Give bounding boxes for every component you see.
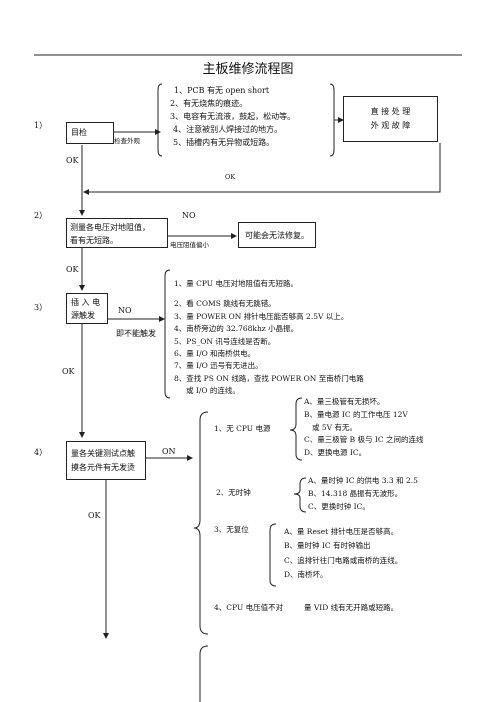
ok-label: OK — [225, 173, 236, 181]
inspect-exterior-label: 检查外观 — [114, 137, 140, 145]
measure-resistance-box: 测量各电压对地阻值， 看有无短路。 — [66, 218, 168, 248]
branch-no-cpu-power-items: A、量三极管有无损坏。 B、量电源 IC 的工作电压 12V 或 5V 有无。 … — [304, 396, 424, 460]
step-1-label: 1） — [34, 121, 48, 130]
direct-fix-box: 直 接 处 理 外 观 故 障 — [343, 96, 438, 142]
bracket-no-clock — [293, 477, 307, 513]
checklist-item: 1、PCB 有无 open short — [174, 86, 270, 95]
page-title: 主板维修流程图 — [202, 62, 294, 77]
power-on-trigger-line: 插 入 电 — [71, 298, 101, 307]
bracket-step3 — [164, 269, 171, 399]
checklist-item: 5、PS_ON 讯号连线是否断。 — [174, 336, 276, 346]
step1-checklist: 1、PCB 有无 open short 2、有无烧焦的痕迹。 3、电容有无流液，… — [170, 84, 295, 149]
measure-resistance-line: 看有无短路。 — [70, 236, 118, 245]
checklist-item: 2、有无烧焦的痕迹。 — [170, 99, 248, 108]
bracket-no-cpu-power — [289, 397, 303, 461]
branch-item: C、追排针往门电路或南桥的连线。 — [284, 555, 403, 565]
no-label: NO — [118, 306, 132, 315]
checklist-item: 8、查找 PS ON 线路，查找 POWER ON 至南桥门电路 — [174, 373, 364, 383]
bracket-step1-right — [329, 83, 335, 157]
checklist-item: 1、量 CPU 电压对地阻值有无短路。 — [174, 279, 299, 288]
checklist-item: 3、电容有无流液，鼓起，松动等。 — [170, 112, 296, 121]
branch-item: D、更换电源 IC。 — [304, 448, 367, 458]
arrow-fix-return — [83, 143, 441, 195]
visual-inspection-box: 目检 — [66, 122, 114, 144]
branch-item: B、量电源 IC 的工作电压 12V — [304, 409, 408, 419]
step3-checklist: 1、量 CPU 电压对地阻值有无短路。 2、看 COMS 跳线有无跳错。 3、量… — [174, 278, 364, 398]
checklist-item: 5、插槽内有无异物或短路。 — [173, 138, 275, 147]
ok-label: OK — [88, 511, 101, 520]
branch-no-reset-items: A、量 Reset 排针电压是否够高。 B、量时钟 IC 有时钟输出 C、追排针… — [284, 525, 402, 583]
checklist-item: 或 I/O 的连线。 — [186, 386, 240, 396]
branch-no-reset: 3、无复位 — [214, 525, 249, 534]
bracket-step4 — [193, 411, 209, 635]
branch-item: C、更换时钟 IC。 — [308, 501, 370, 511]
branch-item: 量 VID 线有无开路或短路。 — [304, 603, 399, 612]
bracket-step1-left — [157, 83, 163, 157]
on-label: ON — [162, 447, 176, 456]
measure-test-points-line: 量各关键测试点触 — [71, 449, 135, 458]
checklist-item: 6、量 I/O 和南桥供电。 — [174, 349, 256, 359]
may-not-repair-label: 可能会无法修复。 — [245, 231, 309, 240]
branch-no-clock: 2、无时钟 — [216, 488, 251, 497]
checklist-item: 7、量 I/O 迅号有无进出。 — [174, 361, 263, 371]
ok-label: OK — [66, 265, 79, 274]
step-4-label: 4） — [34, 448, 48, 457]
branch-item: C、量三极管 B 极与 IC 之间的连线 — [304, 435, 424, 445]
checklist-item: 2、看 COMS 跳线有无跳错。 — [174, 299, 276, 309]
bracket-step4-continued — [199, 645, 209, 702]
checklist-item: 3、量 POWER ON 排针电压能否够高 2.5V 以上。 — [174, 311, 349, 321]
cannot-trigger-label: 即不能触发 — [116, 329, 156, 338]
bracket-no-reset — [269, 523, 277, 587]
no-label: NO — [182, 211, 196, 220]
visual-inspection-label: 目检 — [71, 128, 87, 137]
step-2-label: 2） — [34, 211, 48, 220]
branch-item: A、量 Reset 排针电压是否够高。 — [284, 527, 399, 536]
branch-item: A、量时钟 IC 的供电 3.3 和 2.5 — [308, 476, 418, 485]
ok-label: OK — [62, 367, 75, 376]
may-not-repair-box: 可能会无法修复。 — [238, 222, 316, 248]
measure-test-points-line: 摸各元件有无发烫 — [71, 463, 135, 472]
branch-no-cpu-power: 1、无 CPU 电源 — [214, 424, 271, 433]
branch-item: A、量三极管有无损坏。 — [304, 397, 385, 406]
checklist-item: 4、注意被别人焊接过的地方。 — [173, 125, 283, 134]
power-on-trigger-box: 插 入 电 源触发 — [66, 293, 108, 324]
branch-no-clock-items: A、量时钟 IC 的供电 3.3 和 2.5 B、14.318 晶振有无波形。 … — [308, 475, 418, 513]
branch-cpu-voltage-wrong: 4、CPU 电压值不对 — [214, 603, 284, 612]
measure-test-points-box: 量各关键测试点触 摸各元件有无发烫 — [66, 441, 146, 480]
measure-resistance-line: 测量各电压对地阻值， — [70, 223, 150, 232]
branch-item: 或 5V 有无。 — [312, 422, 357, 432]
checklist-item: 4、南桥旁边的 32.768khz 小晶振。 — [174, 324, 299, 334]
ok-label: OK — [66, 156, 79, 165]
low-resistance-label: 电压阻值偏小 — [170, 241, 209, 249]
branch-item: D、南桥坏。 — [284, 570, 328, 580]
step-3-label: 3） — [34, 303, 48, 312]
direct-fix-line: 直 接 处 理 — [370, 107, 411, 116]
power-on-trigger-line: 源触发 — [71, 311, 95, 320]
branch-item: B、14.318 晶振有无波形。 — [308, 488, 403, 498]
branch-item: B、量时钟 IC 有时钟输出 — [284, 541, 371, 551]
direct-fix-line: 外 观 故 障 — [370, 121, 411, 130]
